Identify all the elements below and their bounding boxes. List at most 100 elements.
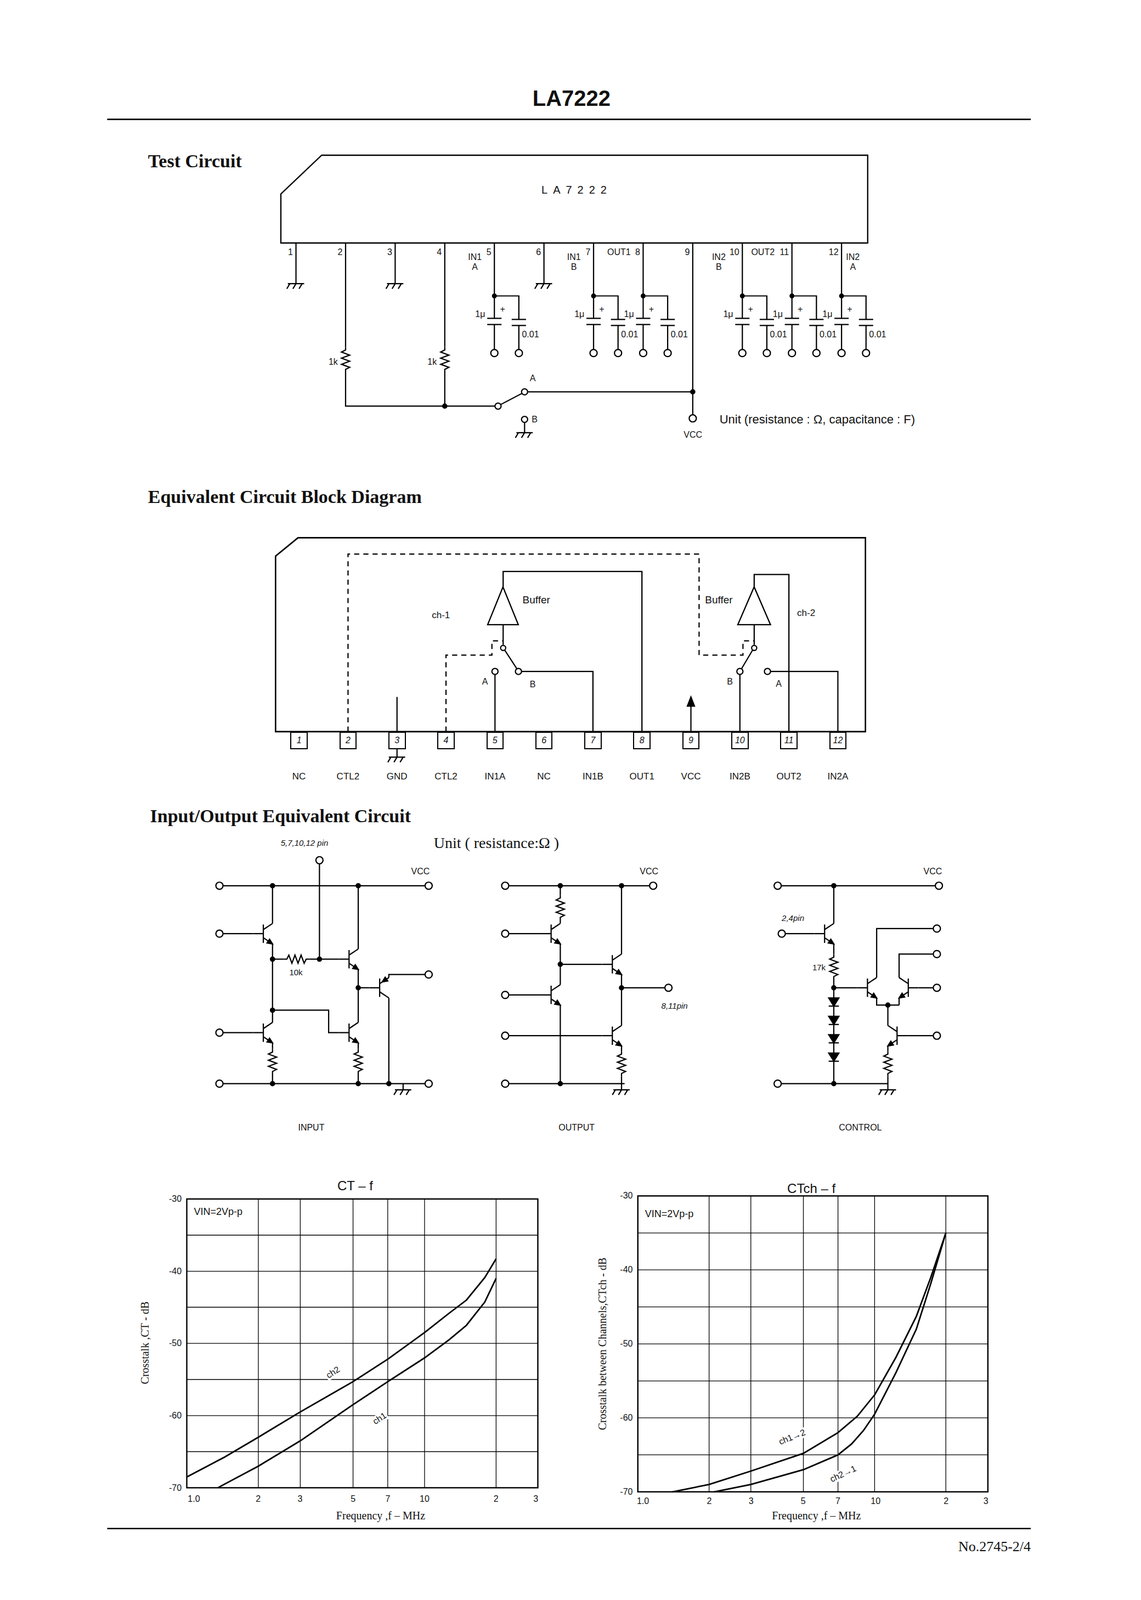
section-heading: Equivalent Circuit Block Diagram: [148, 486, 422, 507]
node-text: 8: [639, 736, 645, 745]
node-text: Buffer: [522, 593, 551, 607]
pin-name: IN2 B: [712, 252, 726, 273]
circuit-caption: OUTPUT: [558, 1122, 595, 1133]
section-heading: Input/Output Equivalent Circuit: [149, 806, 411, 827]
pin-name: OUT2: [776, 771, 801, 782]
ic-package: LA7222: [280, 155, 868, 244]
switch-position: B: [531, 414, 538, 425]
cap-value: 1μ: [574, 309, 585, 320]
pin-box: 8: [633, 731, 651, 750]
polarity-mark: +: [797, 304, 803, 315]
pin-number: 6: [535, 247, 541, 258]
axis-tick: -60: [619, 1413, 633, 1423]
polarity-mark: +: [499, 304, 505, 315]
axis-tick: 3: [533, 1494, 539, 1505]
node-text: 1: [296, 736, 302, 745]
node-text: 7: [590, 736, 596, 745]
node-text: 11: [784, 736, 794, 745]
axis-title: Crosstalk between Channels,CTch - dB: [596, 1257, 609, 1431]
axis-tick: 7: [385, 1494, 391, 1505]
node-text: 12: [833, 736, 844, 745]
pin-box: 6: [535, 731, 553, 750]
axis-tick: -40: [619, 1265, 633, 1276]
section-heading: Test Circuit: [148, 150, 242, 172]
pin-box: 12: [829, 731, 847, 750]
cap-value: 0.01: [868, 329, 886, 340]
buffer-triangle: [737, 586, 771, 625]
axis-tick: -40: [168, 1266, 182, 1277]
resistor-value: 1k: [328, 357, 338, 368]
page-number: No.2745-2/4: [958, 1539, 1031, 1556]
pin-number: 4: [436, 247, 442, 258]
cap-value: 1μ: [475, 309, 485, 320]
cap-value: 1μ: [772, 309, 783, 320]
axis-title: Crosstalk ,CT - dB: [138, 1301, 151, 1385]
pin-box: 1: [290, 731, 308, 750]
switch-position: A: [775, 679, 782, 689]
curve-label: ch1→2: [776, 1426, 808, 1448]
pin-number: 3: [387, 247, 393, 258]
pin-number: 1: [287, 247, 293, 258]
pin-box: 10: [731, 731, 749, 750]
axis-tick: 3: [297, 1494, 303, 1505]
test-condition: VIN=2Vp-p: [645, 1209, 694, 1220]
supply-label: VCC: [639, 866, 659, 877]
polarity-mark: +: [748, 304, 754, 315]
axis-tick: 10: [870, 1496, 881, 1507]
pin-name: NC: [292, 771, 307, 782]
axis-tick: 5: [350, 1494, 356, 1505]
curve-label: ch2→1: [827, 1463, 859, 1485]
switch-position: B: [726, 676, 733, 687]
test-condition: VIN=2Vp-p: [193, 1206, 243, 1218]
pin-number: 8: [635, 247, 641, 258]
pin-name: OUT2: [750, 247, 775, 258]
unit-note: Unit (resistance : Ω, capacitance : F): [719, 413, 915, 427]
resistor-value: 1k: [427, 357, 437, 368]
pin-number: 10: [729, 247, 740, 258]
axis-tick: 1.0: [187, 1494, 200, 1505]
circuit-caption: INPUT: [297, 1122, 325, 1133]
polarity-mark: +: [648, 304, 654, 315]
node-text: 6: [541, 736, 547, 745]
page-title: LA7222: [532, 86, 611, 111]
pin-name: IN2 A: [845, 252, 860, 273]
cap-value: 0.01: [521, 329, 539, 340]
pin-name: IN1A: [484, 771, 506, 782]
pin-box: 5: [486, 731, 505, 750]
cap-value: 0.01: [670, 329, 688, 340]
pin-name: NC: [537, 771, 551, 782]
axis-tick: 2: [943, 1496, 949, 1507]
pin-box: 3: [388, 731, 406, 750]
node-text: 5: [492, 736, 498, 745]
axis-tick: 2: [255, 1494, 261, 1505]
axis-tick: -30: [168, 1194, 182, 1205]
cap-value: 1μ: [822, 309, 833, 320]
axis-tick: -50: [168, 1339, 182, 1349]
pin-box: 9: [682, 731, 700, 750]
pin-number: 9: [684, 247, 690, 258]
pin-box: 7: [584, 731, 602, 750]
pin-note: 5,7,10,12 pin: [280, 838, 329, 848]
buffer-triangle: [487, 586, 519, 625]
cap-value: 0.01: [770, 329, 788, 340]
supply-label: VCC: [683, 430, 703, 440]
curve-label: ch1: [370, 1410, 390, 1428]
axis-tick: 5: [800, 1496, 806, 1507]
axis-tick: 1.0: [636, 1496, 649, 1507]
pin-name: VCC: [681, 771, 702, 782]
polarity-mark: +: [599, 304, 604, 315]
pin-name: OUT1: [607, 247, 631, 258]
buffer-amp: Buffer: [703, 586, 771, 625]
pin-number: 12: [828, 247, 839, 258]
pin-name: IN2B: [729, 771, 751, 782]
cap-value: 1μ: [624, 309, 635, 320]
node-text: Buffer: [704, 593, 733, 607]
pin-box: 4: [437, 731, 455, 750]
axis-tick: 7: [835, 1496, 841, 1507]
switch-position: B: [529, 680, 536, 691]
pin-name: GND: [386, 771, 408, 782]
node-text: LA7222: [280, 155, 868, 197]
pin-name: IN2A: [827, 771, 849, 782]
axis-tick: 10: [419, 1494, 430, 1505]
pin-number: 7: [585, 247, 591, 258]
